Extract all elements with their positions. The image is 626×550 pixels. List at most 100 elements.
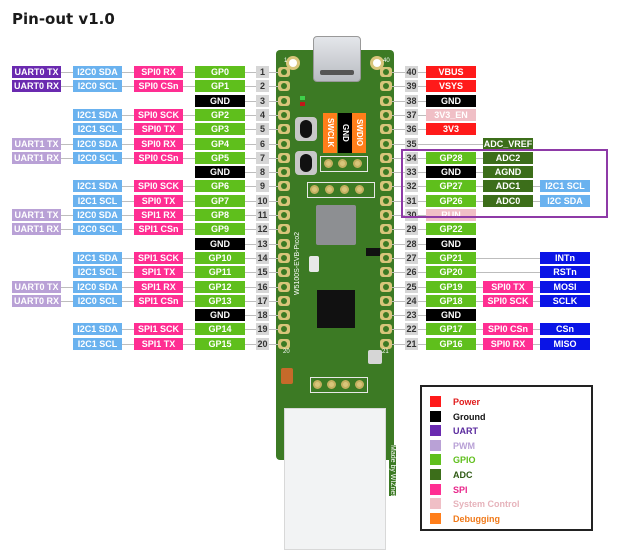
i2c-label: I2C0 SCL [73,152,122,164]
bootsel-button[interactable] [295,117,317,141]
pin-label-gp1[interactable]: GP1 [195,80,245,92]
pin-label-gp15[interactable]: GP15 [195,338,245,350]
pin-pad [278,267,290,278]
spi-label: SPI0 RX [134,138,183,150]
pin-label-gnd[interactable]: GND [195,166,245,178]
connector-line [122,86,134,87]
connector-line [183,215,195,216]
pin-number: 14 [256,252,269,264]
pin-pad [278,67,290,77]
pin-label-vbus[interactable]: VBUS [426,66,476,78]
pin-label-gnd[interactable]: GND [195,309,245,321]
pin-label-gp0[interactable]: GP0 [195,66,245,78]
pin-label-gp10[interactable]: GP10 [195,252,245,264]
pin-number: 21 [405,338,418,350]
connector-line [476,329,483,330]
pin-number: 8 [256,166,269,178]
connector-line [418,115,426,116]
pin-label-gp26[interactable]: GP26 [426,195,476,207]
pin-label-gp21[interactable]: GP21 [426,252,476,264]
pin-label-3v3[interactable]: 3V3 [426,123,476,135]
pin-label-gp11[interactable]: GP11 [195,266,245,278]
pin-label-gp17[interactable]: GP17 [426,323,476,335]
pin-pad [278,281,290,292]
pin-pad [380,109,392,120]
pin-label-gnd[interactable]: GND [195,95,245,107]
pin-pad [278,195,290,206]
pin-label-gp4[interactable]: GP4 [195,138,245,150]
pin-pad [278,310,290,321]
pin-label-gp12[interactable]: GP12 [195,281,245,293]
pin-label-gp20[interactable]: GP20 [426,266,476,278]
pin-pad [380,295,392,306]
pin-label-gp9[interactable]: GP9 [195,223,245,235]
pin-label-gp18[interactable]: GP18 [426,295,476,307]
pin-pad [278,338,290,349]
connector-line [61,287,73,288]
spi-label: SPI0 TX [134,195,183,207]
run-button[interactable] [295,151,317,175]
pin-label-vsys[interactable]: VSYS [426,80,476,92]
connector-line [392,144,405,145]
connector-line [183,258,195,259]
pin-label-gp7[interactable]: GP7 [195,195,245,207]
pin-label-gp28[interactable]: GP28 [426,152,476,164]
debug-pin-gnd: GND [338,113,352,153]
uart-label: UART0 RX [12,295,61,307]
pin-label-gp19[interactable]: GP19 [426,281,476,293]
pin-pad [380,224,392,235]
debug-header [320,156,368,172]
header-pad [338,159,347,168]
i2c-label: I2C1 SDA [73,109,122,121]
pin-label-gnd[interactable]: GND [195,238,245,250]
pin-label-gp16[interactable]: GP16 [426,338,476,350]
pin-pad [380,67,392,77]
pin1-marker: 1 [284,58,288,64]
pin-label-gnd[interactable]: GND [426,238,476,250]
mounting-hole [370,56,384,70]
pin-pad [278,152,290,163]
pin-label-gp2[interactable]: GP2 [195,109,245,121]
pin-label-gp5[interactable]: GP5 [195,152,245,164]
connector-line [183,115,195,116]
pin-label-gp13[interactable]: GP13 [195,295,245,307]
pin-pad [380,152,392,163]
pin-label-gp22[interactable]: GP22 [426,223,476,235]
pin-label-gp27[interactable]: GP27 [426,180,476,192]
connector-line [418,215,426,216]
pin-label-gp14[interactable]: GP14 [195,323,245,335]
legend-label: PWM [453,440,475,451]
header-pad [325,185,334,194]
connector-line [61,86,73,87]
connector-line [476,172,483,173]
i2c-label: I2C1 SCL [73,338,122,350]
spi-label: SPI1 SCK [134,323,183,335]
spi-label: SPI0 SCK [134,109,183,121]
i2c-label: I2C0 SDA [73,66,122,78]
pin-pad [380,238,392,249]
pin-number: 22 [405,323,418,335]
connector-line [533,329,540,330]
pin-label-gnd[interactable]: GND [426,309,476,321]
pin-label-gnd[interactable]: GND [426,95,476,107]
pin-label-gnd[interactable]: GND [426,166,476,178]
pin-number: 24 [405,295,418,307]
pin-label-gp6[interactable]: GP6 [195,180,245,192]
i2c-label: I2C1 SDA [73,252,122,264]
pin-number: 23 [405,309,418,321]
i2c-label: I2C0 SCL [73,295,122,307]
i2c-label: I2C0 SCL [73,80,122,92]
pin-label-run[interactable]: RUN [426,209,476,221]
pin-number: 28 [405,238,418,250]
pin-number: 18 [256,309,269,321]
pin-pad [278,210,290,220]
pin-number: 17 [256,295,269,307]
connector-line [418,172,426,173]
connector-line [122,215,134,216]
pin-label-3v3_en[interactable]: 3V3_EN [426,109,476,121]
connector-line [418,301,426,302]
pin-number: 37 [405,109,418,121]
adc-label: AGND [483,166,533,178]
pin-label-gp8[interactable]: GP8 [195,209,245,221]
pin-label-gp3[interactable]: GP3 [195,123,245,135]
